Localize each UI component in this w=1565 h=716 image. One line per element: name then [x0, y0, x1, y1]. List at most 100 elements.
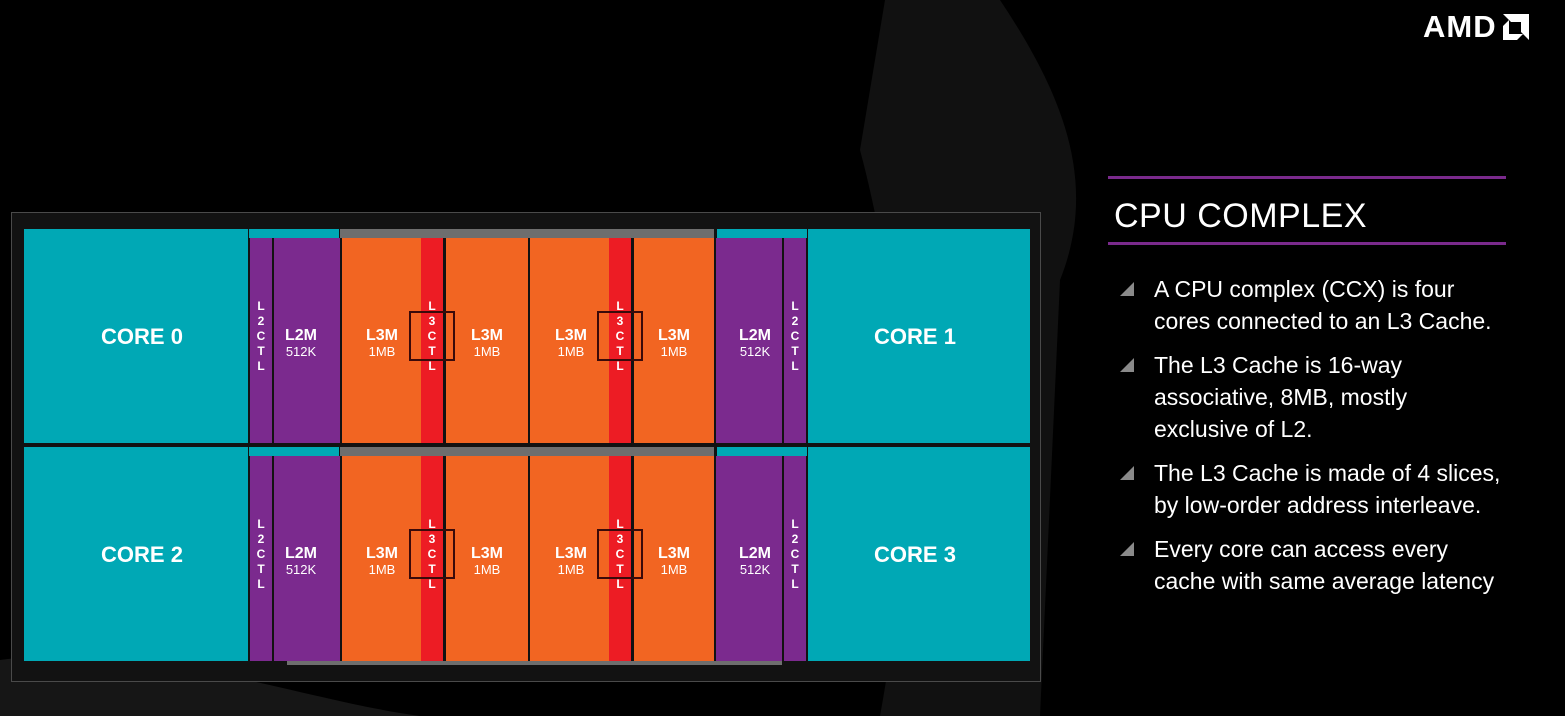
l3ctl-label: T [616, 562, 624, 576]
l3ctl-label: L [616, 577, 623, 591]
l2ctl-label: C [257, 329, 266, 343]
l3-bus [340, 447, 714, 456]
l3m-label: L3M [658, 327, 690, 344]
l3m-label: L3M [471, 327, 503, 344]
l3ctl-label: C [428, 329, 437, 343]
title-rule-bottom [1108, 242, 1506, 245]
core-label: CORE 3 [874, 542, 956, 567]
l3ctl-label: T [616, 344, 624, 358]
l3ctl-label: L [428, 299, 435, 313]
l3m-block [342, 456, 422, 661]
l2ctl-label: L [791, 517, 798, 531]
l3m-size: 1MB [661, 344, 688, 359]
l2m-block [716, 238, 782, 443]
l2m-label: L2M [285, 545, 317, 562]
l3ctl-block-center [421, 313, 443, 359]
l3ctl-outline [409, 529, 455, 579]
l2ctl-label: L [257, 299, 264, 313]
core-block [808, 229, 1030, 443]
bullet-item: A CPU complex (CCX) is four cores connec… [1116, 273, 1506, 337]
l3m-label: L3M [366, 545, 398, 562]
l2-bus-right [717, 229, 807, 238]
l3ctl-label: C [616, 329, 625, 343]
l3ctl-label: L [616, 359, 623, 373]
amd-logo: AMD [1423, 9, 1531, 44]
l3m-label: L3M [471, 545, 503, 562]
l3m-size: 1MB [474, 562, 501, 577]
l2m-label: L2M [739, 327, 771, 344]
l2ctl-label: 2 [792, 314, 799, 328]
l2m-block [274, 238, 340, 443]
l2ctl-label: L [791, 577, 798, 591]
l3m-block [634, 238, 714, 443]
l2m-size: 512K [286, 562, 317, 577]
l2m-size: 512K [740, 344, 771, 359]
l2ctl-label: 2 [792, 532, 799, 546]
l3m-label: L3M [555, 545, 587, 562]
info-panel: CPU COMPLEX A CPU complex (CCX) is four … [1108, 176, 1506, 609]
l3m-block [446, 456, 528, 661]
bullet-item: The L3 Cache is made of 4 slices, by low… [1116, 457, 1506, 521]
l3ctl-label: L [428, 577, 435, 591]
l2m-label: L2M [739, 545, 771, 562]
l3ctl-block-center [609, 313, 631, 359]
l2ctl-label: C [791, 329, 800, 343]
triangle-bullet-icon [1120, 282, 1134, 296]
l3m-label: L3M [555, 327, 587, 344]
l2-bus-right [717, 447, 807, 456]
l3ctl-outline [409, 311, 455, 361]
l3m-label: L3M [658, 545, 690, 562]
l2ctl-block [250, 456, 272, 661]
amd-arrow-icon [1502, 14, 1529, 40]
l3ctl-label: C [428, 547, 437, 561]
l3ctl-label: L [616, 299, 623, 313]
l3-bus [340, 229, 714, 238]
l2m-size: 512K [286, 344, 317, 359]
bullet-list: A CPU complex (CCX) is four cores connec… [1108, 245, 1506, 597]
l3m-block [446, 238, 528, 443]
bottom-bus [287, 661, 782, 665]
l3ctl-label: T [428, 562, 436, 576]
triangle-bullet-icon [1120, 358, 1134, 372]
l2ctl-label: L [791, 359, 798, 373]
l3m-block [634, 456, 714, 661]
panel-title: CPU COMPLEX [1114, 197, 1367, 235]
l3m-size: 1MB [474, 344, 501, 359]
l3ctl-label: 3 [429, 314, 436, 328]
l2ctl-label: T [791, 562, 799, 576]
l2m-size: 512K [740, 562, 771, 577]
l2m-block [274, 456, 340, 661]
bullet-text: The L3 Cache is 16-way associative, 8MB,… [1154, 352, 1408, 442]
bullet-text: The L3 Cache is made of 4 slices, by low… [1154, 460, 1501, 518]
l2ctl-block [250, 238, 272, 443]
l3ctl-label: 3 [429, 532, 436, 546]
l3ctl-label: L [616, 517, 623, 531]
l2ctl-label: T [257, 344, 265, 358]
l2-bus-left [249, 229, 339, 238]
core-block [808, 447, 1030, 661]
bullet-item: The L3 Cache is 16-way associative, 8MB,… [1116, 349, 1506, 445]
l3m-size: 1MB [369, 562, 396, 577]
l2ctl-label: 2 [258, 314, 265, 328]
l3ctl-outline [597, 529, 643, 579]
bullet-item: Every core can access every cache with s… [1116, 533, 1506, 597]
l3m-size: 1MB [369, 344, 396, 359]
l2ctl-label: L [791, 299, 798, 313]
l3m-label: L3M [366, 327, 398, 344]
l2ctl-label: T [791, 344, 799, 358]
l2ctl-label: 2 [258, 532, 265, 546]
l2ctl-label: T [257, 562, 265, 576]
core-block [24, 229, 248, 443]
l3ctl-label: 3 [617, 532, 624, 546]
l3ctl-label: L [428, 359, 435, 373]
l3ctl-block-center [421, 531, 443, 577]
l2ctl-label: L [257, 359, 264, 373]
l2ctl-block [784, 238, 806, 443]
l3m-size: 1MB [558, 562, 585, 577]
amd-logo-text: AMD [1423, 9, 1497, 44]
triangle-bullet-icon [1120, 542, 1134, 556]
l3ctl-outline [597, 311, 643, 361]
core-label: CORE 1 [874, 324, 956, 349]
l3ctl-label: T [428, 344, 436, 358]
